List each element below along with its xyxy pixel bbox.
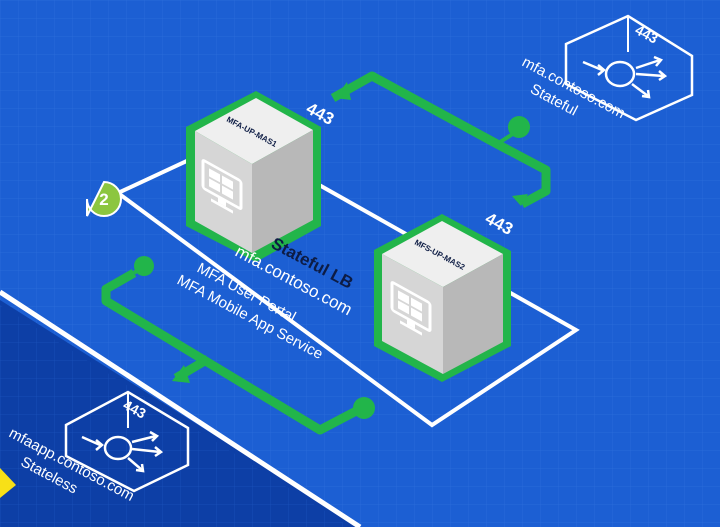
load-balancer-icon (582, 55, 668, 99)
monitor-icon (201, 159, 243, 214)
step-badge: 2 (86, 180, 122, 217)
connector-node-left (134, 256, 154, 276)
arrow-to-server1 (335, 82, 351, 100)
warning-marker (0, 468, 16, 498)
connector-node-top (508, 116, 530, 138)
internal-zone (0, 289, 362, 527)
server-mfs-up-mas2: MFS-UP-MAS2 443 (374, 209, 516, 382)
server-mfa-up-mas1: MFA-UP-MAS1 443 (186, 91, 337, 262)
step-badge-number: 2 (99, 190, 108, 209)
monitor-icon (390, 281, 432, 336)
load-balancer-icon (81, 430, 164, 473)
connector-node-right (353, 397, 375, 419)
arrow-to-server2 (512, 194, 528, 206)
arrow-to-endpoint-bottom (172, 365, 190, 383)
